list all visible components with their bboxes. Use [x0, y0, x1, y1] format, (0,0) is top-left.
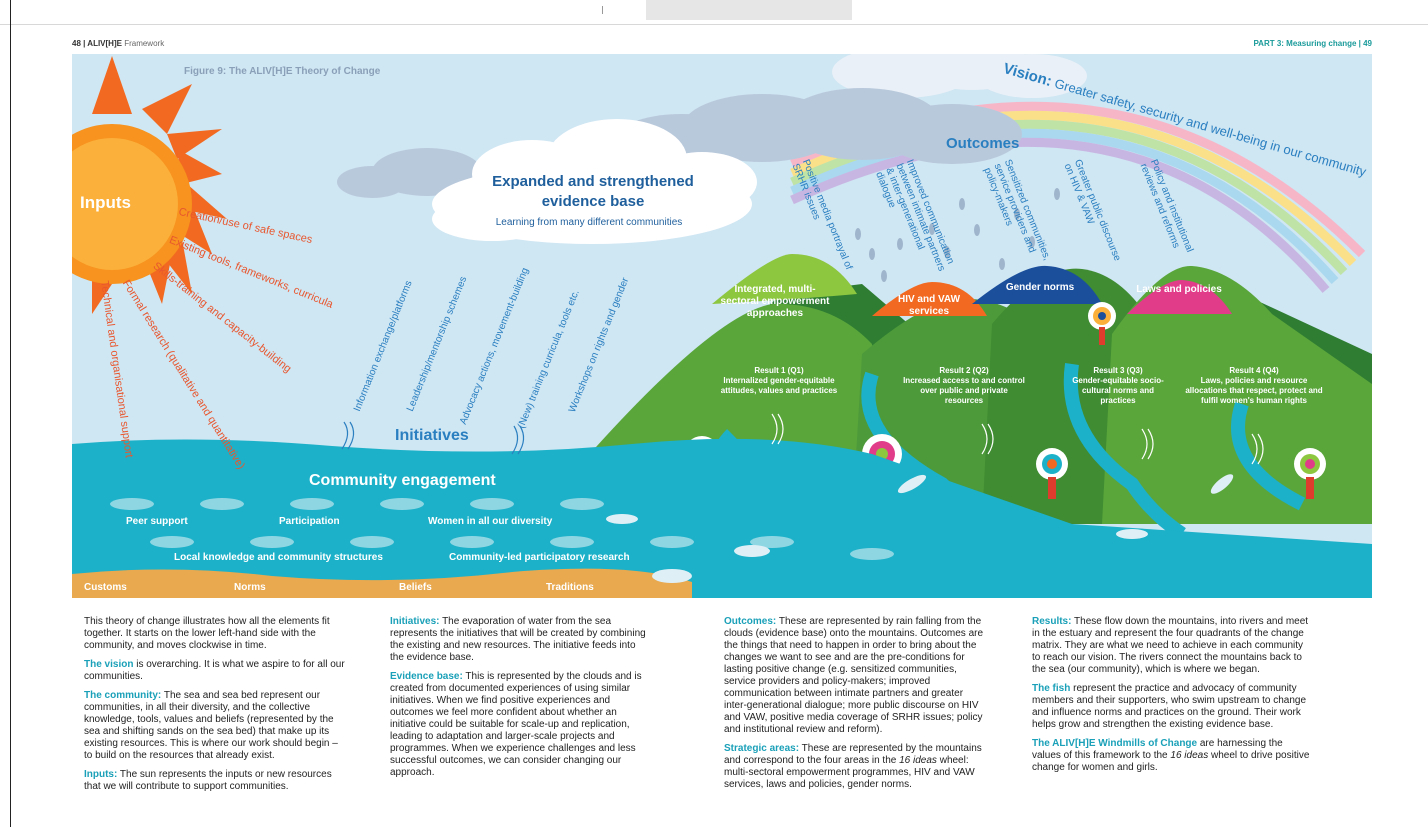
outcomes-heading: Outcomes: — [724, 616, 777, 627]
top-tick-mark — [602, 6, 603, 14]
windmills-body-b: wheel to drive positive change for women… — [1032, 750, 1310, 773]
sea-label: Peer support — [126, 516, 188, 527]
results-heading: Results: — [1032, 616, 1072, 627]
sand — [72, 568, 692, 598]
result-title: Result 4 (Q4) — [1229, 366, 1279, 375]
mountain-label: Integrated, multi-sectoral empowerment a… — [720, 284, 830, 319]
results-body: These flow down the mountains, into rive… — [1032, 616, 1309, 675]
windmills-heading: The ALIV[H]E Windmills of Change — [1032, 738, 1198, 749]
top-tab-strip[interactable] — [646, 0, 852, 20]
strategic-body-b: wheel: multi-sectoral empowerment progra… — [724, 755, 975, 790]
result-text: Laws, policies and resource allocations … — [1185, 376, 1323, 405]
rain-drops — [855, 188, 1060, 282]
strategic-italic: 16 ideas — [899, 755, 937, 766]
evidence-paragraph: Evidence base: This is represented by th… — [390, 671, 652, 779]
vision-paragraph: The vision is overarching. It is what we… — [84, 659, 346, 683]
result-text: Internalized gender-equitable attitudes,… — [720, 376, 838, 395]
text-column-2: Initiatives: The evaporation of water fr… — [390, 616, 652, 786]
sand-label: Traditions — [546, 582, 594, 593]
community-paragraph: The community: The sea and sea bed repre… — [84, 690, 346, 762]
fish-paragraph: The fish represent the practice and advo… — [1032, 683, 1312, 731]
evidence-heading: Evidence base: — [390, 671, 463, 682]
outcomes-title: Outcomes — [946, 135, 1020, 152]
sea-label: Local knowledge and community structures — [174, 552, 383, 563]
mountain-label: Laws and policies — [1136, 284, 1222, 295]
fish-heading: The fish — [1032, 683, 1071, 694]
result-title: Result 1 (Q1) — [754, 366, 804, 375]
text-column-4: Results: These flow down the mountains, … — [1032, 616, 1312, 781]
right-page-header: PART 3: Measuring change | 49 — [1253, 39, 1372, 48]
left-edge-line — [10, 0, 11, 827]
result-card: Result 1 (Q1) Internalized gender-equita… — [720, 366, 838, 396]
initiatives-title: Initiatives — [395, 427, 469, 444]
text-column-1: This theory of change illustrates how al… — [84, 616, 346, 800]
strategic-heading: Strategic areas: — [724, 743, 800, 754]
inputs-body: The sun represents the inputs or new res… — [84, 769, 332, 792]
initiatives-body: The evaporation of water from the sea re… — [390, 616, 646, 663]
community-body: The sea and sea bed represent our commun… — [84, 690, 338, 761]
illustration — [72, 54, 1372, 598]
windmills-body-a: are harnessing the values of this framew… — [1032, 738, 1283, 761]
result-text: Increased access to and control over pub… — [903, 376, 1025, 405]
sand-label: Beliefs — [399, 582, 432, 593]
text-column-3: Outcomes: These are represented by rain … — [724, 616, 986, 798]
result-card: Result 4 (Q4) Laws, policies and resourc… — [1180, 366, 1328, 406]
sun — [72, 56, 227, 314]
sea-label: Participation — [279, 516, 340, 527]
result-title: Result 2 (Q2) — [939, 366, 989, 375]
evidence-base-title: Expanded and strengthened evidence base — [492, 173, 694, 210]
top-clouds — [832, 54, 1087, 98]
sand-label: Norms — [234, 582, 266, 593]
fish — [606, 474, 1234, 583]
community-heading: The community: — [84, 690, 162, 701]
windmills-italic: 16 ideas — [1170, 750, 1209, 761]
initiatives-heading: Initiatives: — [390, 616, 440, 627]
evidence-body: This is represented by the clouds and is… — [390, 671, 642, 778]
inputs-title: Inputs — [80, 193, 131, 212]
theory-of-change-figure: Figure 9: The ALIV[H]E Theory of Change … — [72, 54, 1372, 598]
inputs-paragraph: Inputs: The sun represents the inputs or… — [84, 769, 346, 793]
outcomes-body: These are represented by rain falling fr… — [724, 616, 984, 735]
waves — [110, 498, 894, 560]
result-title: Result 3 (Q3) — [1093, 366, 1143, 375]
intro-paragraph: This theory of change illustrates how al… — [84, 616, 330, 651]
vision-heading: The vision — [84, 659, 134, 670]
outcomes-paragraph: Outcomes: These are represented by rain … — [724, 616, 986, 736]
initiatives-paragraph: Initiatives: The evaporation of water fr… — [390, 616, 652, 664]
strategic-paragraph: Strategic areas: These are represented b… — [724, 743, 986, 791]
inputs-heading: Inputs: — [84, 769, 118, 780]
mountain-label: HIV and VAW services — [897, 294, 961, 317]
mountain-label: Gender norms — [1005, 282, 1075, 293]
strategic-body-a: These are represented by the mountains a… — [724, 743, 982, 766]
sea — [72, 438, 1372, 598]
fish-body: represent the practice and advocacy of c… — [1032, 683, 1307, 730]
left-page-label: Framework — [124, 39, 165, 48]
left-page-header: 48 | ALIV[H]E Framework — [72, 39, 164, 48]
result-text: Gender-equitable socio-cultural norms an… — [1072, 376, 1164, 405]
sea-label: Women in all our diversity — [428, 516, 553, 527]
result-card: Result 3 (Q3) Gender-equitable socio-cul… — [1072, 366, 1164, 406]
sand-label: Customs — [84, 582, 127, 593]
evidence-cloud — [432, 119, 757, 244]
explanation-columns: This theory of change illustrates how al… — [72, 616, 1372, 824]
windmills-paragraph: The ALIV[H]E Windmills of Change are har… — [1032, 738, 1312, 774]
evidence-base-subtitle: Learning from many different communities — [495, 217, 683, 228]
vision-body: is overarching. It is what we aspire to … — [84, 659, 345, 682]
left-page-number: 48 | ALIV[H]E — [72, 39, 122, 48]
result-card: Result 2 (Q2) Increased access to and co… — [902, 366, 1026, 406]
flow-arrows — [771, 413, 1264, 465]
sea-label: Community-led participatory research — [449, 552, 630, 563]
figure-caption: Figure 9: The ALIV[H]E Theory of Change — [184, 66, 381, 77]
community-engagement-title: Community engagement — [309, 472, 496, 489]
evaporation-arrows — [341, 421, 525, 455]
results-paragraph: Results: These flow down the mountains, … — [1032, 616, 1312, 676]
